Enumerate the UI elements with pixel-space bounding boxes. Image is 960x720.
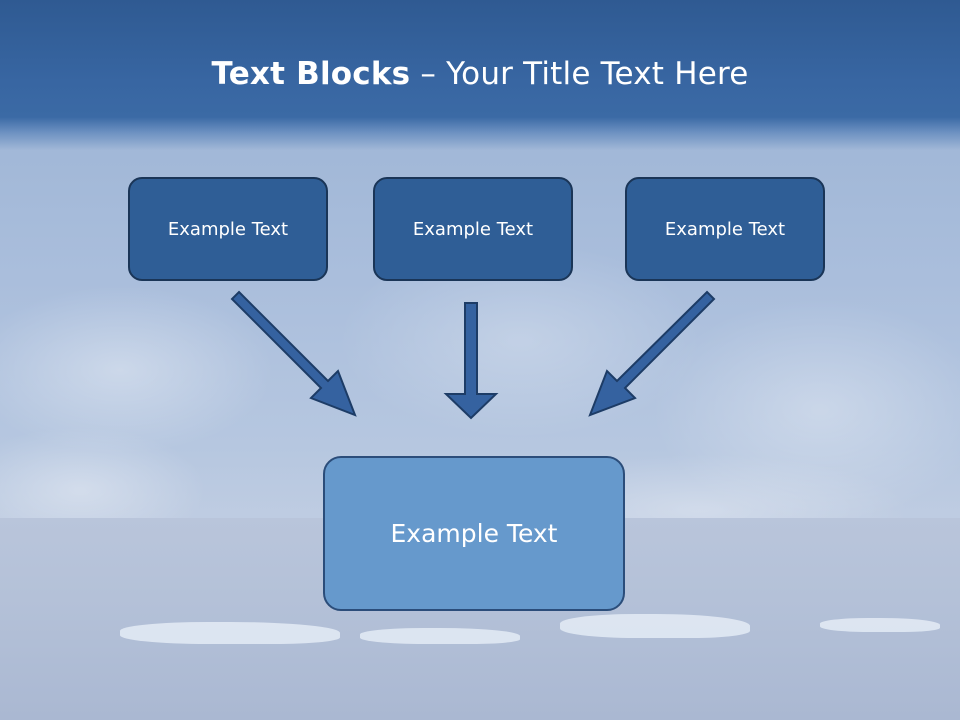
arrow-down-right-icon[interactable] — [230, 290, 357, 417]
title-bold: Text Blocks — [211, 56, 411, 92]
ice-floe — [820, 618, 940, 632]
ice-floe — [360, 628, 520, 644]
ice-floe — [560, 614, 750, 638]
text-block-label: Example Text — [167, 218, 289, 240]
text-block-bottom[interactable]: Example Text — [323, 456, 625, 611]
arrow-down-icon[interactable] — [443, 302, 499, 420]
text-block-top-right[interactable]: Example Text — [625, 177, 825, 281]
text-block-top-left[interactable]: Example Text — [128, 177, 328, 281]
text-block-label: Example Text — [390, 519, 558, 548]
text-block-label: Example Text — [664, 218, 786, 240]
arrow-down-left-icon[interactable] — [588, 290, 716, 417]
ice-floe — [120, 622, 340, 644]
text-block-label: Example Text — [412, 218, 534, 240]
title-rest: – Your Title Text Here — [410, 56, 749, 92]
text-block-top-center[interactable]: Example Text — [373, 177, 573, 281]
header-band — [0, 0, 960, 150]
slide-title: Text Blocks – Your Title Text Here — [0, 56, 960, 92]
